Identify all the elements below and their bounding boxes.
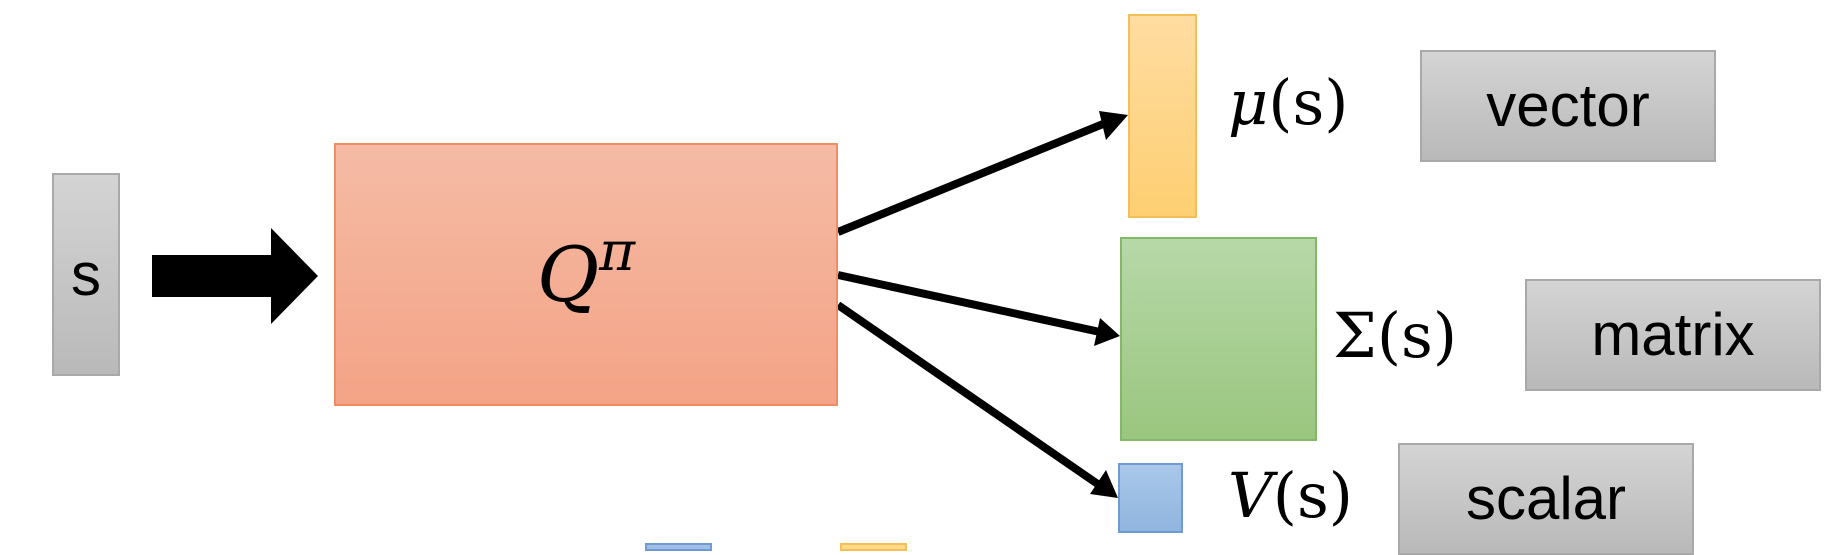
input-arrow	[152, 228, 318, 324]
arrow-to-mu	[836, 118, 1110, 236]
sigma-output-label: Σ(s)	[1333, 305, 1457, 367]
v-output-label: V(s)	[1228, 465, 1353, 527]
arrow-to-v	[835, 301, 1105, 491]
q-network-label: Qπ	[537, 224, 635, 313]
v-symbol: V	[1228, 459, 1273, 532]
vector-type-box: vector	[1420, 50, 1716, 162]
sigma-argument: (s)	[1376, 299, 1458, 372]
input-state-label: s	[71, 240, 101, 308]
legend-blue-swatch	[645, 543, 712, 551]
arrow-to-mu-head	[1099, 111, 1128, 140]
arrow-to-sigma	[837, 271, 1101, 336]
scalar-type-label: scalar	[1465, 465, 1627, 532]
input-state-box: s	[52, 173, 120, 376]
vector-type-label: vector	[1486, 72, 1650, 139]
v-argument: (s)	[1272, 459, 1353, 532]
mu-symbol: μ	[1228, 66, 1269, 139]
q-network-base: Q	[536, 229, 600, 319]
matrix-type-box: matrix	[1525, 279, 1821, 391]
v-output-box	[1118, 463, 1183, 533]
mu-output-box	[1128, 14, 1197, 218]
mu-output-label: μ(s)	[1228, 72, 1349, 134]
sigma-symbol: Σ	[1333, 299, 1377, 372]
q-network-superscript: π	[599, 219, 636, 284]
sigma-output-box	[1120, 237, 1317, 441]
q-network-box: Qπ	[334, 143, 838, 406]
scalar-type-box: scalar	[1398, 443, 1694, 555]
legend-yellow-swatch	[840, 543, 907, 551]
mu-argument: (s)	[1268, 66, 1349, 139]
arrow-to-sigma-head	[1094, 318, 1120, 346]
arrow-to-v-head	[1090, 470, 1118, 498]
matrix-type-label: matrix	[1591, 301, 1755, 368]
